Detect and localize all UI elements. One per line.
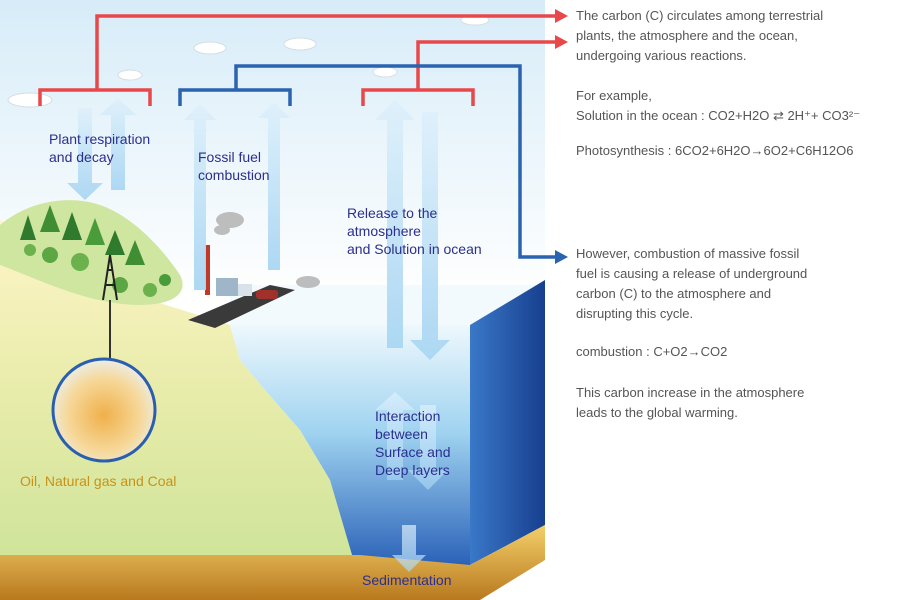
however-line-4: disrupting this cycle.	[576, 306, 694, 321]
blue-connector-lines	[178, 64, 555, 259]
arrow-interaction-up	[375, 392, 415, 480]
label-release: Release to the atmosphere and Solution i…	[347, 204, 482, 258]
warming-line-1: This carbon increase in the atmosphere	[576, 385, 805, 400]
label-release-line1: Release to the	[347, 205, 438, 221]
warming-line-2: leads to the global warming.	[576, 405, 738, 420]
blue-arrowhead	[555, 250, 568, 264]
arrow-interaction-down	[408, 405, 448, 490]
cycle-line-1: The carbon (C) circulates among terrestr…	[576, 8, 824, 23]
label-fossil-fuel-line2: combustion	[198, 167, 270, 183]
label-fossil-fuel-line1: Fossil fuel	[198, 149, 262, 165]
ocean	[230, 325, 470, 565]
photosynthesis-equation: 6CO2+6H2O→6O2+C6H12O6	[675, 143, 854, 158]
red-connector-lines	[38, 14, 555, 106]
for-example: For example,	[576, 88, 652, 103]
warming-description: This carbon increase in the atmosphere l…	[576, 383, 804, 423]
oil-rig-icon	[102, 254, 118, 301]
arrow-up-fossil	[184, 104, 216, 290]
land	[0, 220, 360, 560]
factory-icon	[205, 245, 252, 296]
label-fossil-fuel: Fossil fuel combustion	[198, 148, 270, 184]
cycle-line-2: plants, the atmosphere and the ocean,	[576, 28, 798, 43]
arrow-down-release	[410, 112, 450, 360]
label-plant-respiration: Plant respiration and decay	[49, 130, 150, 166]
ocean-side	[470, 280, 545, 565]
label-release-line2: atmosphere	[347, 223, 421, 239]
ocean-equation: CO2+H2O ⇄ 2H⁺+ CO3²⁻	[708, 108, 861, 123]
photosynthesis-row: Photosynthesis : 6CO2+6H2O→6O2+C6H12O6	[576, 141, 854, 161]
however-line-1: However, combustion of massive fossil	[576, 246, 800, 261]
combustion-equation: C+O2→CO2	[653, 344, 728, 359]
flow-arrows	[67, 98, 450, 572]
cycle-description: The carbon (C) circulates among terrestr…	[576, 6, 823, 66]
cycle-line-3: undergoing various reactions.	[576, 48, 747, 63]
label-interaction: Interaction between Surface and Deep lay…	[375, 407, 451, 479]
photosynthesis-label: Photosynthesis :	[576, 143, 672, 158]
car-icon	[256, 290, 278, 299]
ocean-equation-row: Solution in the ocean : CO2+H2O ⇄ 2H⁺+ C…	[576, 106, 860, 126]
sea-floor	[0, 525, 545, 600]
red-arrowhead-2	[555, 35, 568, 49]
arrow-up-release	[375, 100, 415, 348]
combustion-label: combustion :	[576, 344, 650, 359]
oil-reservoir	[51, 357, 157, 463]
arrow-down-plant	[67, 108, 103, 200]
label-interaction-line4: Deep layers	[375, 462, 450, 478]
combustion-description: However, combustion of massive fossil fu…	[576, 244, 807, 324]
label-interaction-line1: Interaction	[375, 408, 441, 424]
label-interaction-line2: between	[375, 426, 428, 442]
however-line-2: fuel is causing a release of underground	[576, 266, 808, 281]
smoke-icon	[214, 212, 320, 288]
red-arrowhead-1	[555, 9, 568, 23]
label-plant-respiration-line1: Plant respiration	[49, 131, 151, 147]
combustion-row: combustion : C+O2→CO2	[576, 342, 727, 362]
label-sedimentation: Sedimentation	[362, 572, 452, 588]
label-plant-respiration-line2: and decay	[49, 149, 114, 165]
label-oil-gas-coal: Oil, Natural gas and Coal	[20, 473, 177, 489]
label-release-line3: and Solution in ocean	[347, 241, 482, 257]
however-line-3: carbon (C) to the atmosphere and	[576, 286, 772, 301]
ocean-equation-label: Solution in the ocean :	[576, 108, 705, 123]
arrow-up-plant	[100, 98, 136, 190]
arrow-sedimentation	[392, 525, 426, 572]
label-interaction-line3: Surface and	[375, 444, 451, 460]
arrow-up-fossil-2	[258, 102, 290, 270]
